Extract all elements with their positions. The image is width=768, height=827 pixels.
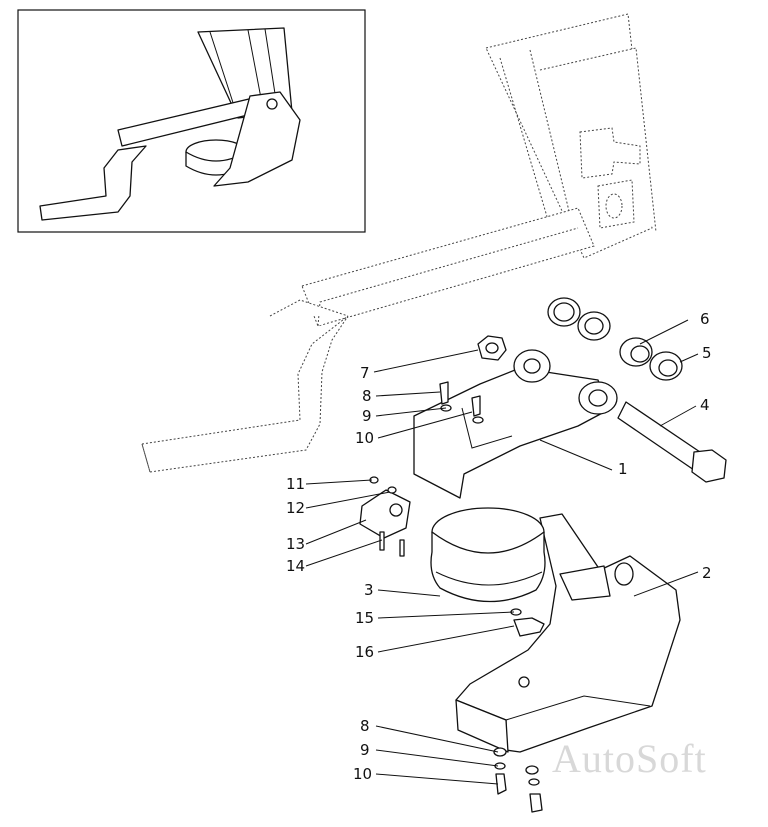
callout-8-bottom: 8 [360, 717, 370, 735]
callout-16: 16 [355, 643, 374, 661]
vehicle-frame-outline [141, 13, 657, 473]
callout-13: 13 [286, 535, 305, 553]
callout-3: 3 [364, 581, 374, 599]
callout-11: 11 [286, 475, 305, 493]
callout-14: 14 [286, 557, 305, 575]
watermark: AutoSoft [552, 736, 707, 781]
fasteners [359, 335, 545, 813]
callout-1: 1 [618, 460, 628, 478]
inset-overview [17, 9, 366, 233]
callout-5: 5 [702, 344, 712, 362]
bushings [547, 297, 683, 381]
callout-9-bottom: 9 [360, 741, 370, 759]
air-spring [430, 507, 546, 603]
callout-4: 4 [700, 396, 710, 414]
callout-8: 8 [362, 387, 372, 405]
hanger-bracket [455, 513, 681, 753]
callout-6: 6 [700, 310, 710, 328]
callout-2: 2 [702, 564, 712, 582]
callout-12: 12 [286, 499, 305, 517]
trailing-arm [413, 349, 618, 499]
callout-10: 10 [355, 429, 374, 447]
callout-7: 7 [360, 364, 370, 382]
callout-15: 15 [355, 609, 374, 627]
callout-9: 9 [362, 407, 372, 425]
leader-lines [305, 319, 699, 785]
callouts: 1 2 3 4 5 6 7 8 9 10 11 12 13 14 15 16 8… [286, 310, 712, 783]
pivot-bolt [617, 401, 727, 483]
callout-10-bottom: 10 [353, 765, 372, 783]
